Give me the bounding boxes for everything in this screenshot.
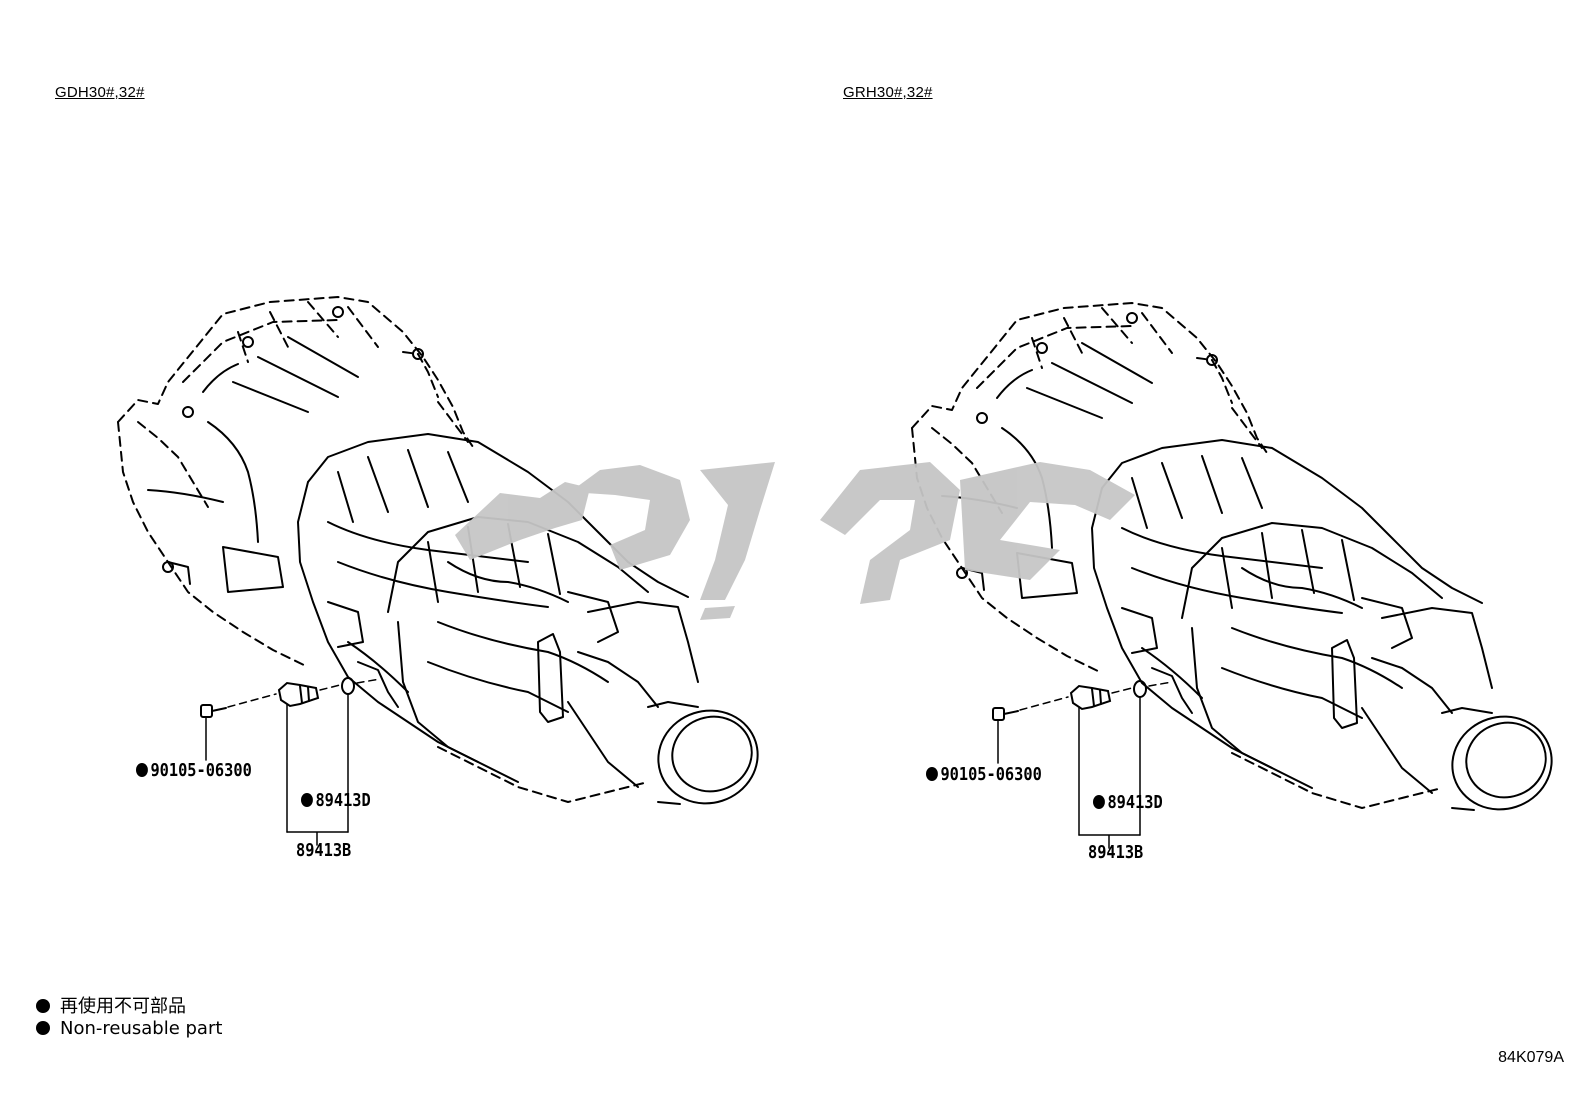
part-callout-sensor-left: 89413B <box>296 840 352 861</box>
legend-japanese: 再使用不可部品 <box>36 992 186 1018</box>
watermark-logo <box>455 462 1135 620</box>
non-reusable-icon <box>1093 795 1105 809</box>
model-label-left: GDH30#,32# <box>55 84 145 101</box>
legend-english: Non-reusable part <box>36 1018 222 1039</box>
non-reusable-icon <box>301 793 313 807</box>
part-callout-oring-right: 89413D <box>1093 792 1163 813</box>
part-callout-bolt-right: 90105-06300 <box>926 764 1042 785</box>
non-reusable-icon <box>36 1021 50 1035</box>
part-callout-oring-left: 89413D <box>301 790 371 811</box>
non-reusable-icon <box>136 763 148 777</box>
part-callout-bolt-left: 90105-06300 <box>136 760 252 781</box>
non-reusable-icon <box>36 999 50 1013</box>
part-callout-sensor-right: 89413B <box>1088 842 1144 863</box>
model-label-right: GRH30#,32# <box>843 84 933 101</box>
non-reusable-icon <box>926 767 938 781</box>
diagram-id: 84K079A <box>1498 1049 1564 1066</box>
